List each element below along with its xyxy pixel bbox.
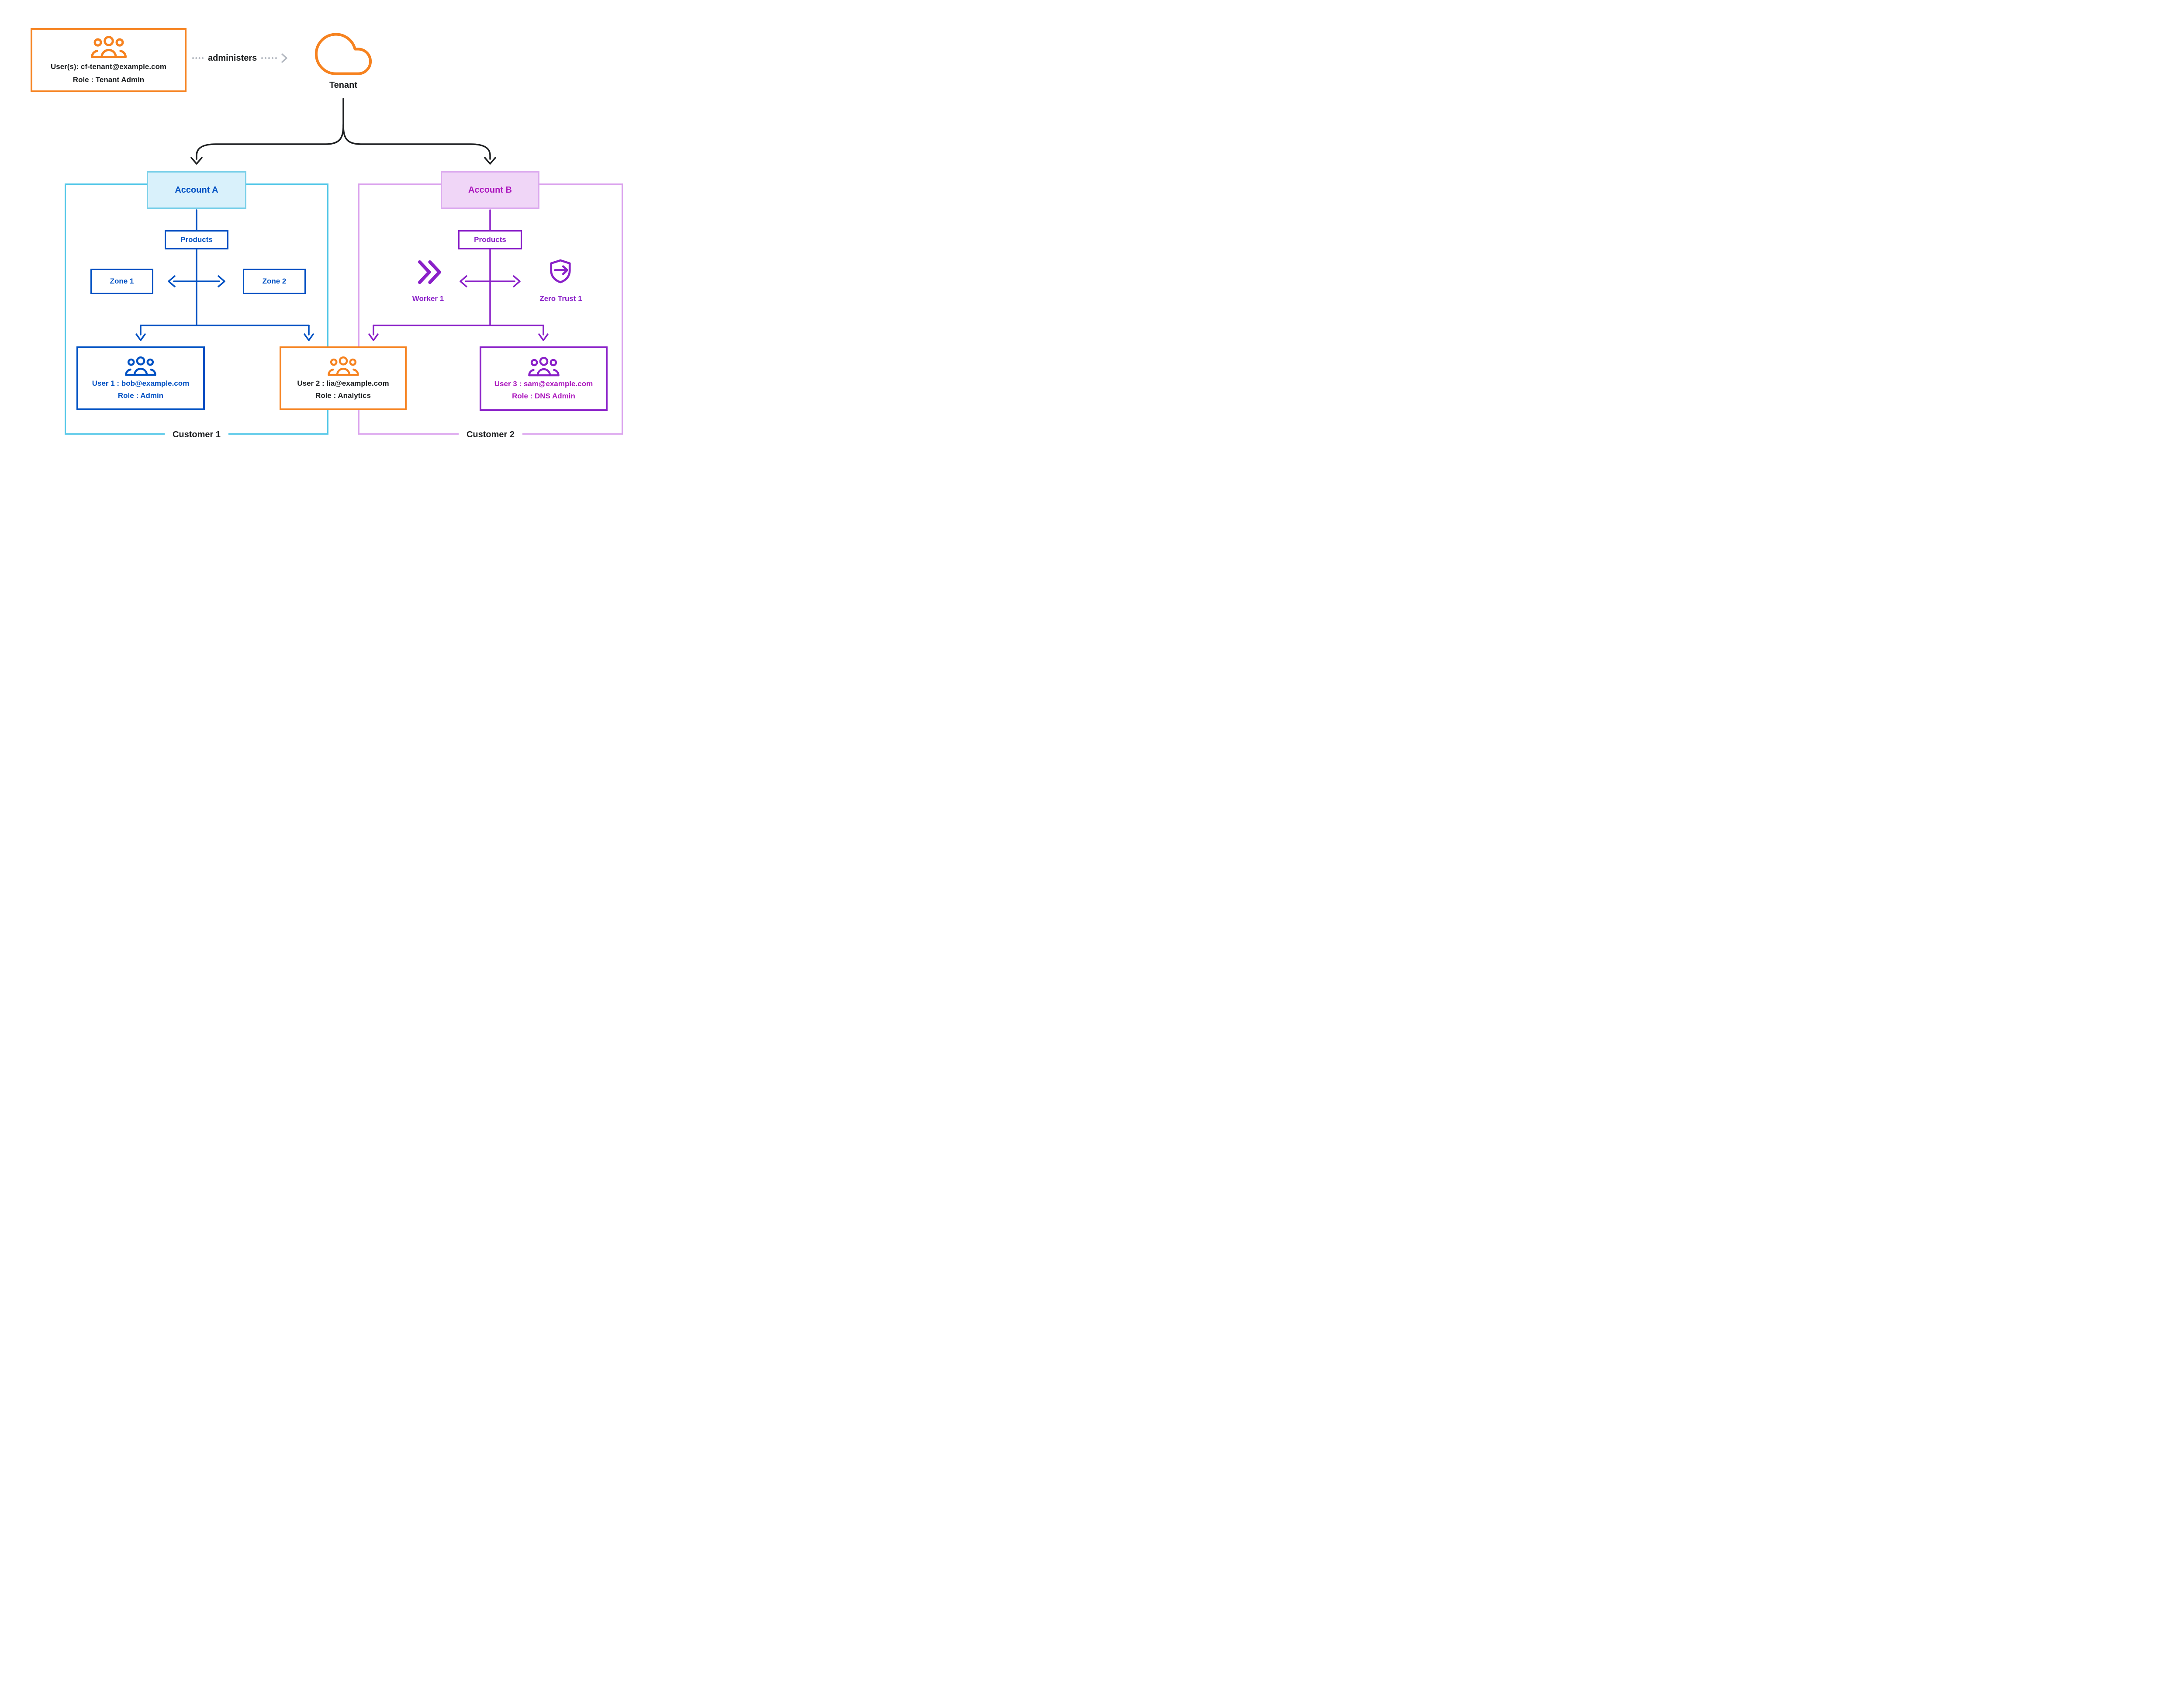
administers-label: administers [208, 53, 257, 63]
zone2-label: Zone 2 [262, 277, 287, 286]
cloud-icon [307, 24, 380, 79]
tenant-admin-box: User(s): cf-tenant@example.com Role : Te… [31, 28, 187, 92]
customer1-caption-wrap: Customer 1 [65, 429, 328, 441]
tenant-admin-user-line: User(s): cf-tenant@example.com [50, 62, 167, 71]
zone2-box: Zone 2 [243, 269, 306, 294]
users-group-icon [125, 356, 156, 377]
account-a-label: Account A [175, 185, 218, 195]
account-b-label: Account B [468, 185, 512, 195]
tenant-admin-role-line: Role : Tenant Admin [73, 75, 145, 84]
customer2-caption: Customer 2 [458, 429, 523, 441]
customer2-caption-wrap: Customer 2 [358, 429, 623, 441]
tenant-branch-connector [190, 98, 496, 165]
user1-role: Role : Admin [117, 391, 164, 400]
user3-box: User 3 : sam@example.com Role : DNS Admi… [480, 346, 608, 411]
diagram-canvas: User(s): cf-tenant@example.com Role : Te… [0, 0, 683, 472]
tenant-label: Tenant [329, 80, 358, 90]
user3-role: Role : DNS Admin [512, 391, 575, 400]
administers-connector: administers [192, 51, 288, 66]
user1-box: User 1 : bob@example.com Role : Admin [76, 346, 205, 410]
products-b-label: Products [474, 235, 506, 244]
arrow-right-icon [281, 53, 287, 63]
user2-line: User 2 : lia@example.com [297, 379, 389, 387]
customer1-caption: Customer 1 [164, 429, 229, 441]
users-group-icon [328, 356, 359, 377]
products-b-box: Products [458, 230, 522, 249]
user3-line: User 3 : sam@example.com [494, 379, 593, 388]
user1-line: User 1 : bob@example.com [92, 379, 190, 387]
user2-box: User 2 : lia@example.com Role : Analytic… [280, 346, 407, 410]
account-b-box: Account B [441, 171, 539, 209]
zone1-label: Zone 1 [110, 277, 134, 286]
zero-trust-label: Zero Trust 1 [539, 294, 582, 303]
users-group-icon [528, 356, 560, 377]
products-a-box: Products [165, 230, 228, 249]
user2-role: Role : Analytics [315, 391, 371, 400]
zero-trust-shield-icon [547, 257, 574, 286]
products-a-label: Products [180, 235, 213, 244]
zone1-box: Zone 1 [90, 269, 153, 294]
workers-icon [414, 259, 442, 286]
dotted-line-right [261, 57, 277, 59]
worker-label: Worker 1 [412, 294, 444, 303]
dotted-line-left [192, 57, 204, 59]
account-a-box: Account A [147, 171, 246, 209]
users-group-icon [91, 35, 127, 59]
